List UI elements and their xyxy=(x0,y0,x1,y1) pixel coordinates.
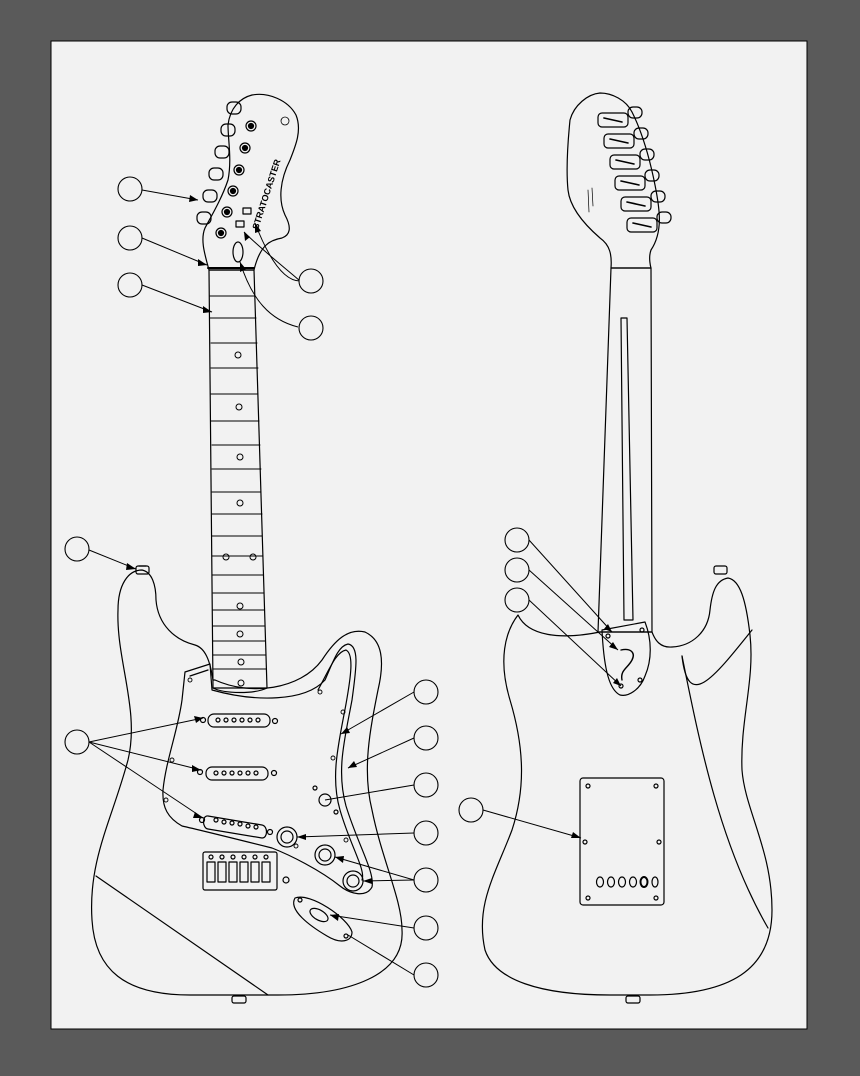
callout-front-9 xyxy=(413,725,439,751)
pickguard-bevel xyxy=(189,649,364,881)
middle-pickup xyxy=(196,766,278,781)
back-body-contour xyxy=(681,655,769,929)
callout-back-2 xyxy=(504,557,530,583)
front-headstock xyxy=(202,93,300,271)
back-skunk-stripe xyxy=(620,317,634,621)
tone-knob-1 xyxy=(314,844,336,866)
front-view: STRATOCASTER xyxy=(90,92,773,1004)
callout-arrowheads xyxy=(126,195,621,921)
frets xyxy=(209,295,267,670)
front-body-contour xyxy=(95,875,269,996)
front-strap-button-bottom xyxy=(231,995,247,1004)
neck-plate xyxy=(601,621,651,696)
callout-front-11 xyxy=(413,820,439,846)
callout-front-8 xyxy=(413,679,439,705)
callout-front-4 xyxy=(298,268,324,294)
front-tuner-pegs xyxy=(196,101,242,225)
headstock-logo-emblem xyxy=(280,116,290,126)
truss-rod-access xyxy=(232,241,244,263)
back-body-contour-2 xyxy=(681,629,753,686)
callout-front-12 xyxy=(413,867,439,893)
callout-circles xyxy=(64,176,530,988)
pickup-selector-switch xyxy=(312,785,339,815)
callout-leaders xyxy=(88,189,622,976)
callout-back-4 xyxy=(458,797,484,823)
tremolo-cover-plate xyxy=(579,777,665,906)
string-tree-1 xyxy=(242,207,252,215)
output-jack xyxy=(293,896,353,942)
front-neck-heel xyxy=(212,687,268,694)
callout-front-5 xyxy=(298,315,324,341)
fret-markers xyxy=(222,351,257,687)
front-strap-button-top xyxy=(135,565,150,575)
back-headstock xyxy=(566,92,660,269)
back-serial-marking xyxy=(587,187,594,213)
tremolo-bridge xyxy=(202,851,290,891)
back-strap-button-top xyxy=(713,565,728,575)
callout-front-14 xyxy=(413,962,439,988)
paper-sheet xyxy=(50,40,808,1030)
callout-front-7 xyxy=(64,729,90,755)
callout-front-3 xyxy=(117,272,143,298)
back-body-outline xyxy=(481,577,773,996)
bridge-pickup xyxy=(198,815,274,839)
callout-back-3 xyxy=(504,587,530,613)
back-strap-button-bottom xyxy=(625,995,641,1004)
callout-front-2 xyxy=(117,225,143,251)
callout-front-6 xyxy=(64,536,90,562)
back-tuner-assemblies xyxy=(597,106,672,233)
neck-pickup xyxy=(199,713,279,728)
pickguard-screws xyxy=(163,677,349,849)
front-tuner-bushings xyxy=(215,120,257,239)
callout-front-10 xyxy=(413,772,439,798)
callout-front-1 xyxy=(117,176,143,202)
callout-back-1 xyxy=(504,527,530,553)
string-tree-2 xyxy=(235,220,245,228)
callout-front-13 xyxy=(413,915,439,941)
